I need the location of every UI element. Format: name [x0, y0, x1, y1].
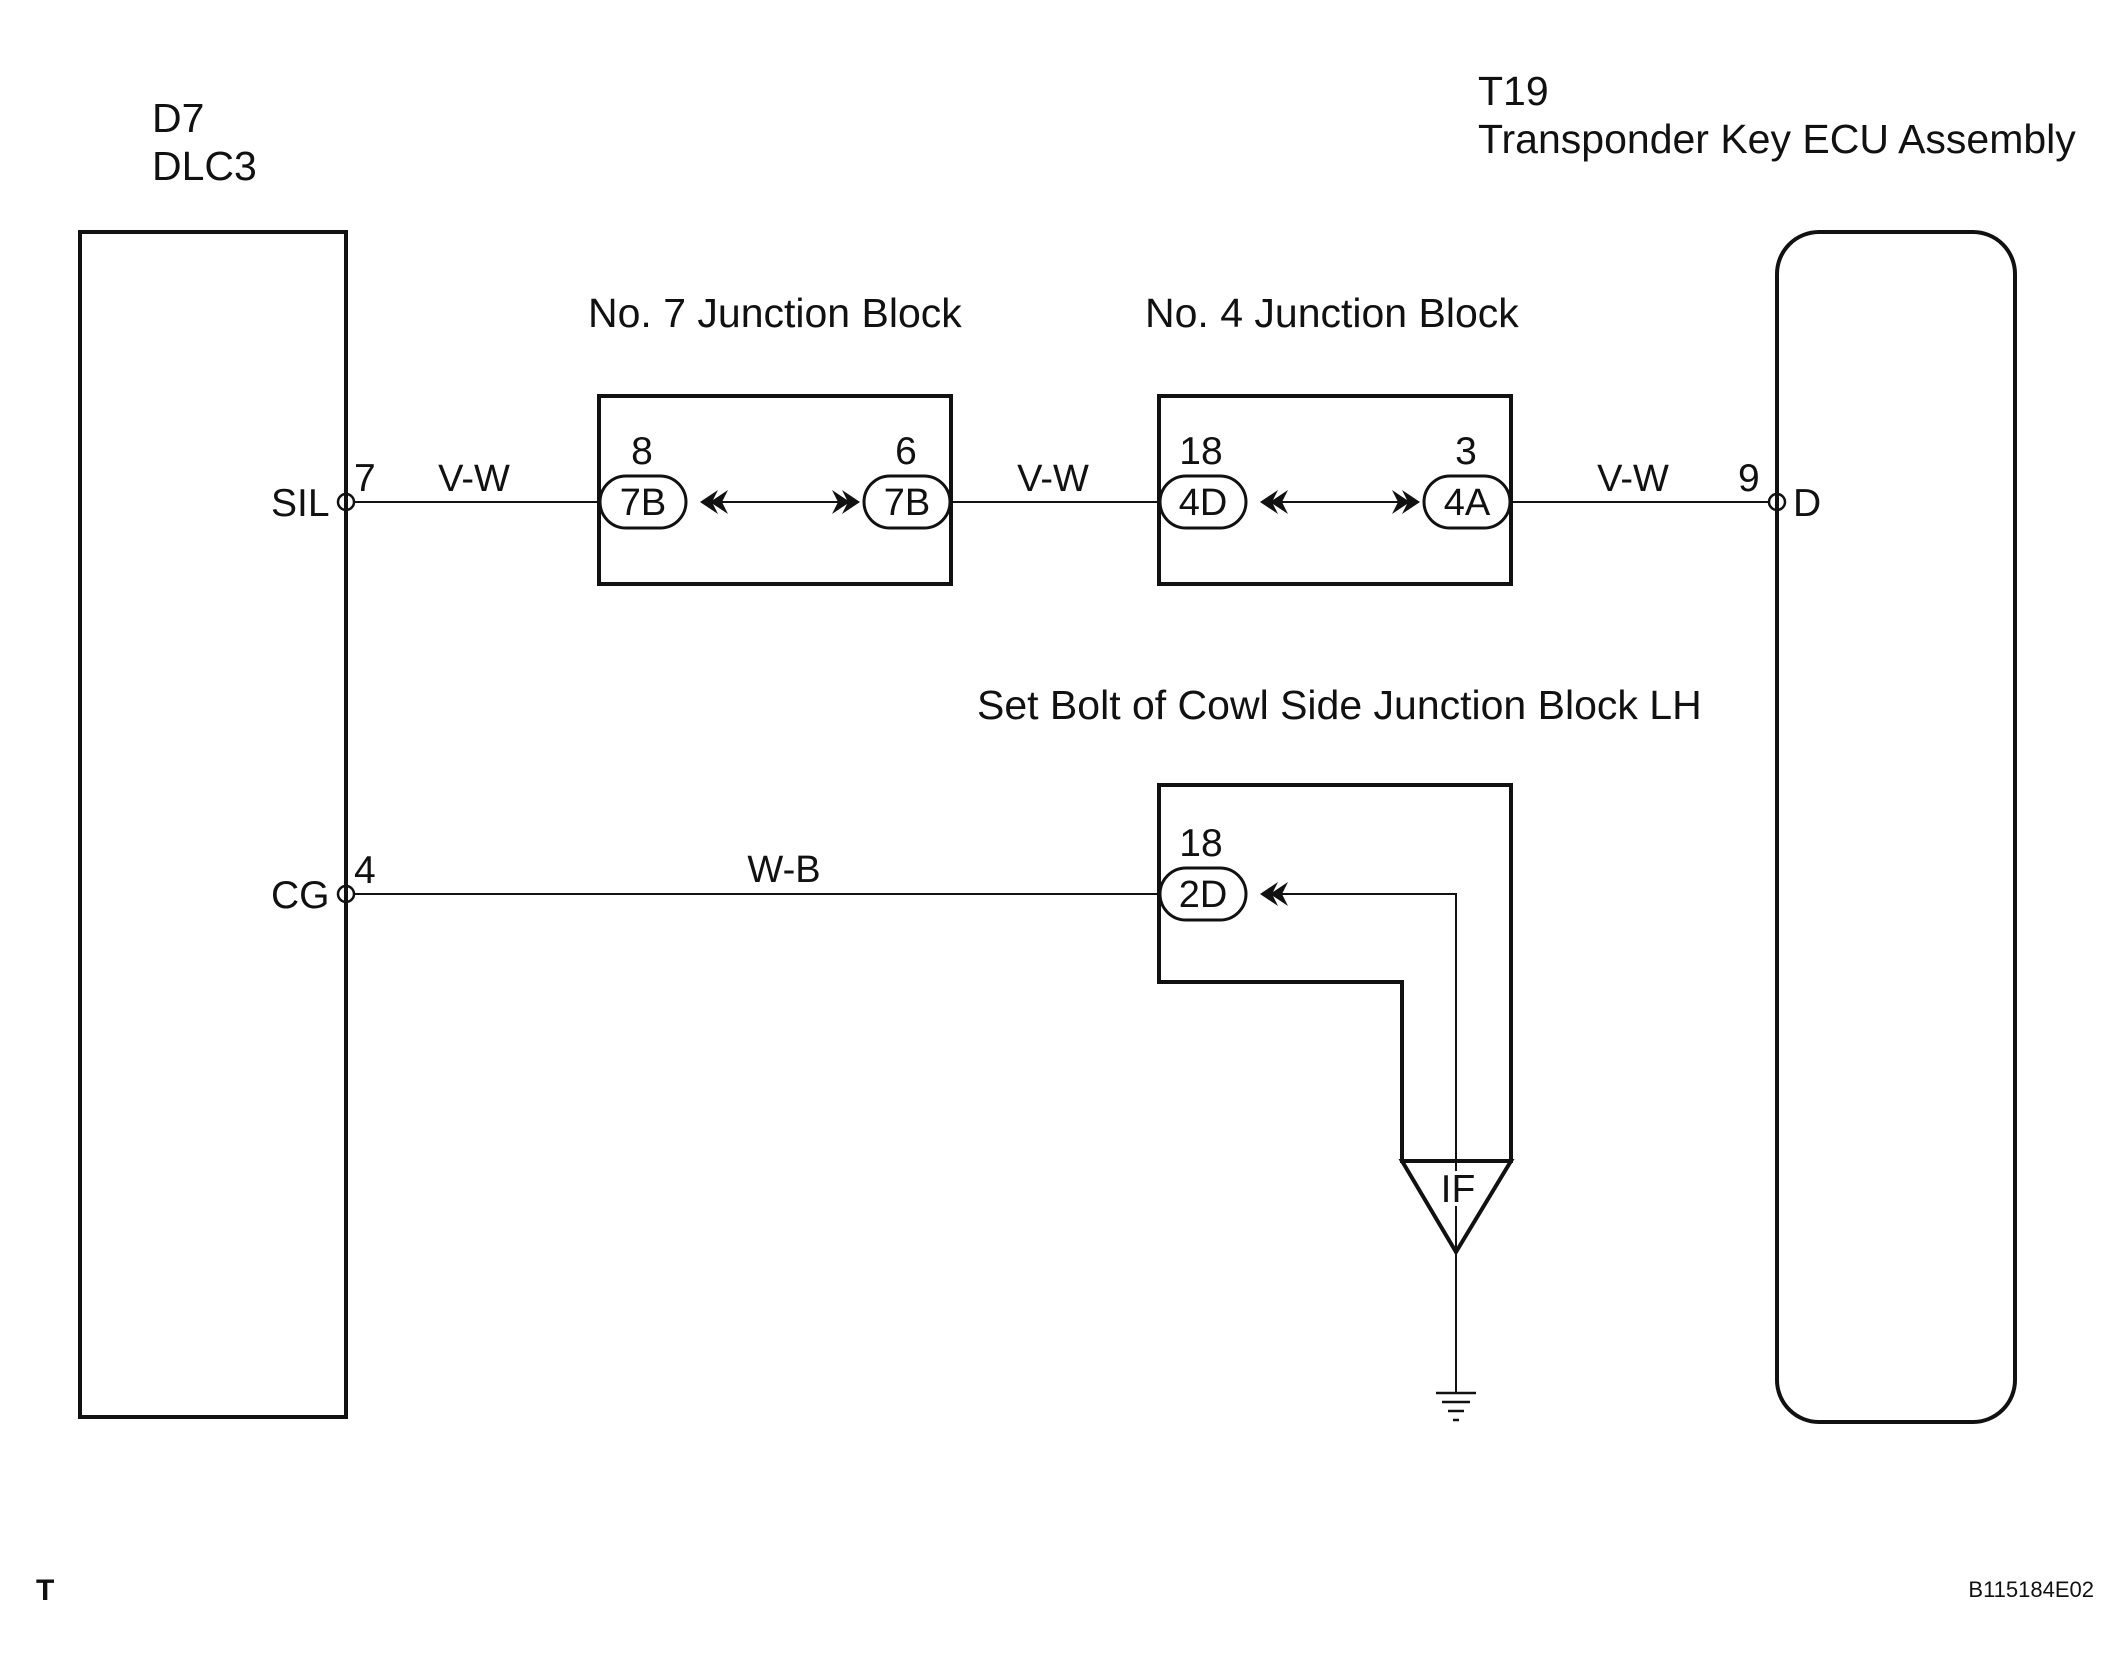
- connector-pill: [1158, 866, 1248, 922]
- sil-pin-number: 7: [354, 457, 376, 500]
- ground-point: IF: [1398, 1159, 1515, 1256]
- wire-color-cg: W-B: [747, 849, 820, 891]
- jb7-box: [597, 394, 953, 586]
- dlc3-box: [78, 230, 348, 1419]
- jb7-left-connector: 7B 8: [598, 430, 728, 530]
- sil-terminal: [336, 492, 356, 512]
- connector-pin-number: 18: [1179, 430, 1222, 473]
- jb4-right-connector: 4A 3: [1392, 430, 1512, 530]
- connector-arrow-icon: [1392, 490, 1420, 514]
- connector-arrow-icon: [1260, 882, 1288, 906]
- connector-pin-number: 8: [631, 430, 653, 473]
- jb4-title: No. 4 Junction Block: [1145, 290, 1519, 336]
- connector-pill: [598, 474, 688, 530]
- d-pin-number: 9: [1738, 457, 1760, 500]
- connector-pill: [1158, 474, 1248, 530]
- connector-pin-number: 6: [895, 430, 917, 473]
- jb4-box: [1157, 394, 1513, 586]
- cowl-jb-connector: 2D 18: [1158, 822, 1288, 922]
- footer-mark: T: [36, 1574, 54, 1607]
- cg-terminal: [336, 884, 356, 904]
- d-terminal: [1767, 492, 1787, 512]
- ground-point-label: IF: [1441, 1168, 1476, 1211]
- connector-code: 4D: [1179, 482, 1228, 524]
- wire-color-jb7-jb4: V-W: [1017, 458, 1089, 500]
- ecu-code: T19: [1478, 68, 1549, 114]
- connector-code: 2D: [1179, 874, 1228, 916]
- dlc3-code: D7: [152, 95, 204, 141]
- connector-pin-number: 18: [1179, 822, 1222, 865]
- dlc3-component: D7 DLC3: [78, 95, 348, 1419]
- jb4-left-connector: 4D 18: [1158, 430, 1288, 530]
- cowl-jb-title: Set Bolt of Cowl Side Junction Block LH: [977, 682, 1702, 728]
- wire-cowl-internal: [1272, 893, 1457, 1252]
- wire-color-sil-jb7: V-W: [438, 458, 510, 500]
- connector-code: 7B: [620, 482, 666, 524]
- ecu-box: [1775, 230, 2017, 1424]
- jb7-title: No. 7 Junction Block: [588, 290, 962, 336]
- cg-terminal-label: CG: [271, 874, 330, 917]
- ground-icon: [1436, 1391, 1476, 1422]
- connector-arrow-icon: [700, 490, 728, 514]
- reference-code: B115184E02: [1968, 1577, 2094, 1602]
- ecu-name: Transponder Key ECU Assembly: [1478, 116, 2076, 162]
- ecu-component: T19 Transponder Key ECU Assembly: [1478, 68, 2076, 1424]
- cg-pin-number: 4: [354, 849, 376, 892]
- connector-pin-number: 3: [1455, 430, 1477, 473]
- cg-circuit: [353, 893, 1457, 1392]
- connector-pill: [862, 474, 952, 530]
- jb7-right-connector: 7B 6: [832, 430, 952, 530]
- d-terminal-label: D: [1793, 482, 1821, 525]
- connector-code: 4A: [1444, 482, 1491, 524]
- dlc3-name: DLC3: [152, 143, 257, 189]
- connector-arrow-icon: [1260, 490, 1288, 514]
- connector-code: 7B: [884, 482, 930, 524]
- wire-color-jb4-ecu: V-W: [1597, 458, 1669, 500]
- connector-pill: [1422, 474, 1512, 530]
- sil-terminal-label: SIL: [271, 482, 330, 525]
- connector-arrow-icon: [832, 490, 860, 514]
